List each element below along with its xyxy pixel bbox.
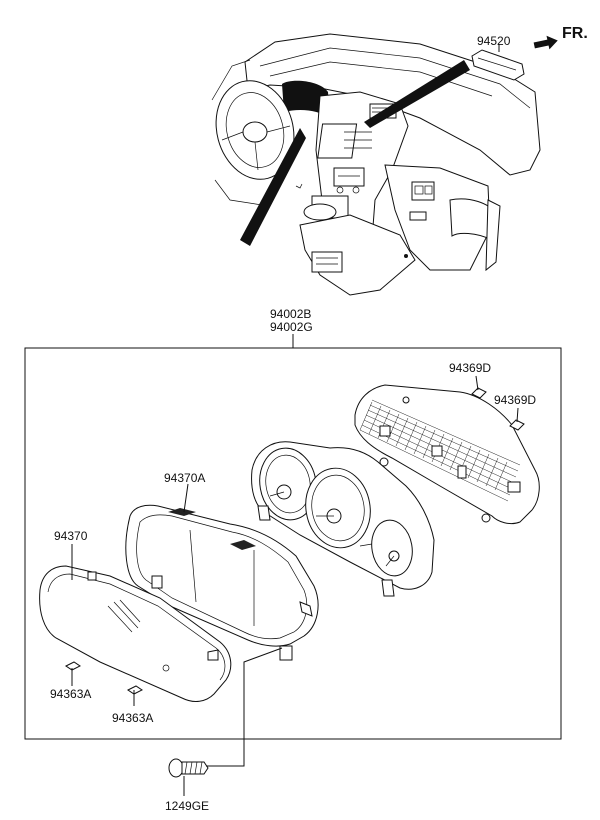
bulb-2-drawing — [509, 407, 525, 431]
label-94002b: 94002B — [270, 307, 311, 321]
label-94369d-1: 94369D — [449, 361, 491, 375]
knob-1-drawing — [65, 661, 81, 671]
leader-lines — [71, 483, 283, 796]
screw-drawing — [168, 758, 209, 778]
window-drawing — [39, 565, 232, 702]
rear-case-drawing — [354, 384, 540, 525]
label-94363a-1: 94363A — [50, 687, 91, 701]
label-94520: 94520 — [477, 34, 511, 48]
front-direction-arrow-icon — [533, 35, 558, 50]
front-direction-label: FR. — [562, 25, 588, 42]
label-94370a: 94370A — [164, 471, 205, 485]
dashboard-illustration — [211, 33, 541, 296]
label-94002g: 94002G — [270, 320, 313, 334]
label-94363a-2: 94363A — [112, 711, 153, 725]
gauge-plate-drawing — [251, 441, 435, 597]
part-94520-drawing — [471, 44, 525, 81]
label-94370: 94370 — [54, 529, 88, 543]
mask-drawing — [125, 504, 319, 661]
label-1249ge: 1249GE — [165, 799, 209, 813]
knob-2-drawing — [127, 685, 143, 695]
bulb-1-drawing — [471, 375, 487, 399]
label-94369d-2: 94369D — [494, 393, 536, 407]
